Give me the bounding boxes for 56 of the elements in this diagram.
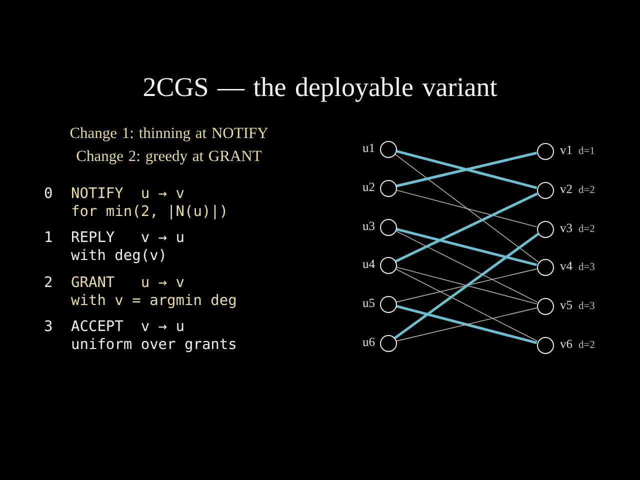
message-name: NOTIFY bbox=[71, 185, 124, 203]
edge-line bbox=[396, 190, 538, 228]
vertex-circle bbox=[536, 182, 554, 198]
vertex-label: u5 bbox=[362, 295, 375, 311]
message-direction: u → v bbox=[140, 274, 184, 292]
vertex-label: u4 bbox=[362, 256, 375, 272]
vertex-label: v3 bbox=[560, 220, 572, 236]
vertex-label: u3 bbox=[362, 218, 375, 234]
message-direction: v → u bbox=[140, 318, 184, 336]
degree-label: d=2 bbox=[578, 184, 595, 198]
edge-line bbox=[394, 154, 539, 262]
step-description: uniform over grants bbox=[71, 336, 237, 354]
vertex-circle bbox=[536, 298, 554, 314]
vertex-circle bbox=[380, 334, 396, 352]
vertex-circle bbox=[380, 218, 396, 236]
step-number: 1 bbox=[44, 229, 53, 247]
degree-label: d=2 bbox=[578, 339, 595, 353]
vertex-circle bbox=[380, 256, 396, 274]
message-direction: u → v bbox=[140, 185, 184, 203]
vertex-circle bbox=[536, 220, 554, 238]
degree-label: d=2 bbox=[578, 223, 595, 237]
step-description: with v = argmin deg bbox=[71, 292, 237, 310]
vertex-label: v1 bbox=[560, 142, 572, 158]
vertex-label: v2 bbox=[560, 181, 572, 197]
vertex-circle bbox=[536, 336, 554, 354]
step-description: for min(2, |N(u)|) bbox=[71, 203, 228, 221]
vertex-circle bbox=[380, 140, 396, 158]
highlighted-edge bbox=[396, 228, 538, 266]
message-name: GRANT bbox=[71, 274, 115, 292]
vertex-label: v4 bbox=[560, 258, 572, 274]
message-name: ACCEPT bbox=[71, 318, 124, 336]
highlighted-edge bbox=[395, 192, 538, 262]
step-number: 3 bbox=[44, 318, 53, 336]
highlighted-edge bbox=[394, 232, 539, 340]
degree-label: d=3 bbox=[578, 261, 595, 275]
degree-label: d=1 bbox=[578, 145, 595, 159]
vertex-label: v5 bbox=[560, 297, 572, 313]
vertex-circle bbox=[380, 296, 396, 312]
edge-line bbox=[395, 230, 538, 303]
edge-line bbox=[395, 268, 538, 342]
message-name: REPLY bbox=[71, 229, 115, 247]
vertex-label: u2 bbox=[362, 179, 375, 195]
degree-label: d=3 bbox=[578, 300, 595, 314]
vertex-label: u1 bbox=[362, 140, 375, 156]
note-text: Change 2: greedy at GRANT bbox=[76, 147, 262, 166]
message-direction: v → u bbox=[140, 229, 184, 247]
vertex-circle bbox=[380, 180, 396, 196]
step-description: with deg(v) bbox=[71, 247, 168, 265]
vertex-label: v6 bbox=[560, 336, 572, 352]
step-number: 2 bbox=[44, 274, 53, 292]
title: 2CGS — the deployable variant bbox=[142, 71, 498, 104]
vertex-circle bbox=[536, 142, 554, 160]
vertex-circle bbox=[536, 258, 554, 276]
vertex-label: u6 bbox=[362, 334, 375, 350]
note-text: Change 1: thinning at NOTIFY bbox=[70, 124, 268, 143]
step-number: 0 bbox=[44, 185, 53, 203]
